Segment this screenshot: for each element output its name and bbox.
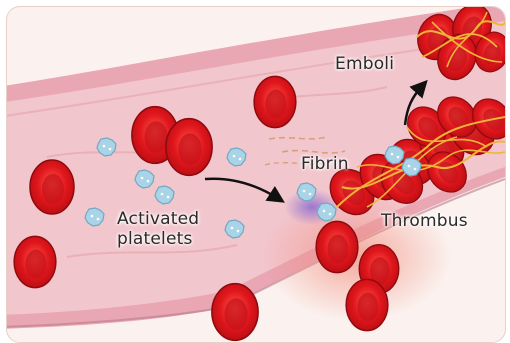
- diagram-panel: Emboli Fibrin Thrombus Activated platele…: [6, 6, 506, 343]
- fibrin-label: Fibrin: [301, 155, 349, 175]
- activated-platelets-label: Activated platelets: [117, 210, 199, 249]
- activated-platelets-line2: platelets: [117, 230, 199, 250]
- activated-platelets-line1: Activated: [117, 210, 199, 230]
- emboli-label: Emboli: [335, 55, 394, 75]
- thrombus-label: Thrombus: [381, 212, 468, 232]
- blood-vessel-illustration: [7, 7, 505, 342]
